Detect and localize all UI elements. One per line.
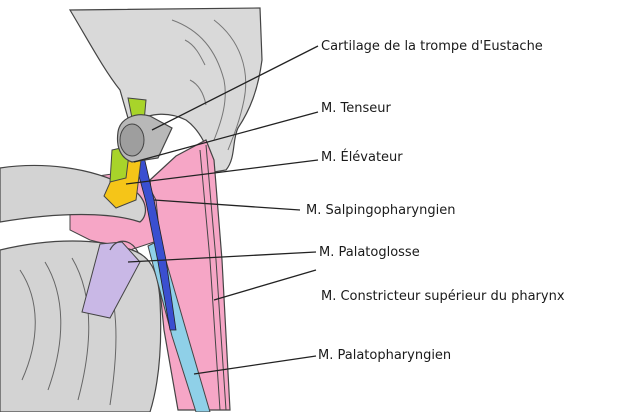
label-palatoglosse: M. Palatoglosse <box>319 245 420 260</box>
label-palatopharyngien: M. Palatopharyngien <box>318 348 451 363</box>
eustachian-opening <box>120 124 144 156</box>
label-salpingo: M. Salpingopharyngien <box>306 203 455 218</box>
label-elevateur: M. Élévateur <box>321 149 403 165</box>
leader-constricteur <box>214 270 316 300</box>
label-constricteur: M. Constricteur supérieur du pharynx <box>321 289 565 304</box>
label-tenseur: M. Tenseur <box>321 101 391 116</box>
label-cartilage: Cartilage de la trompe d'Eustache <box>321 39 543 54</box>
skull-base <box>70 8 262 172</box>
